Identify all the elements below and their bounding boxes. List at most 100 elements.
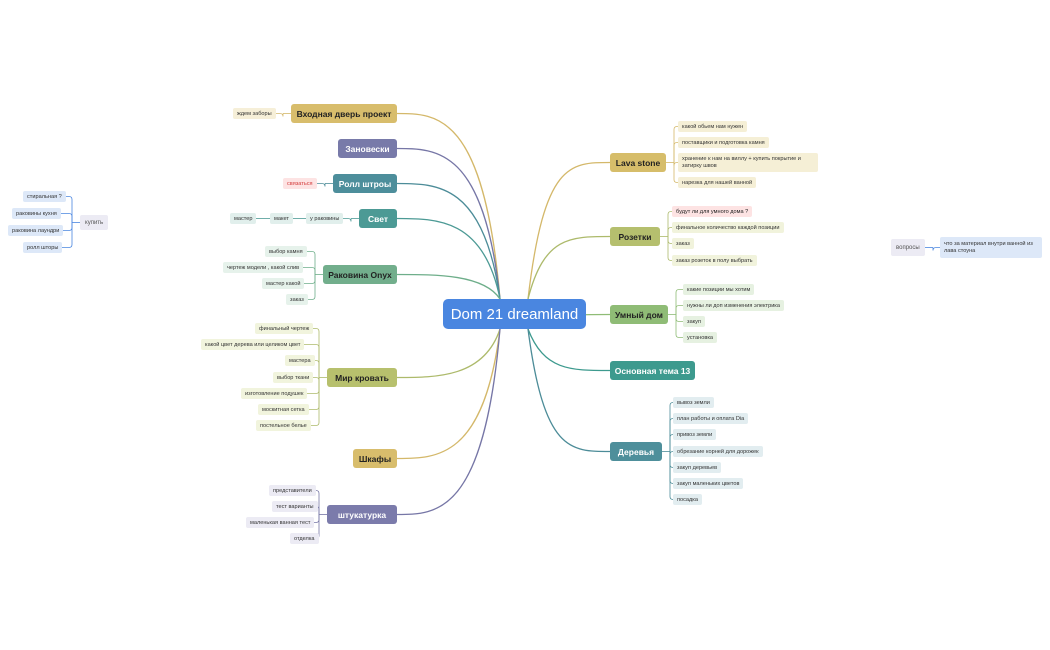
subtopic[interactable]: чертеж модели , какой слив xyxy=(223,262,304,273)
topic-sockets[interactable]: Розетки xyxy=(610,227,660,246)
connector-line xyxy=(396,328,501,460)
subtopic[interactable]: тест варианты xyxy=(272,501,318,512)
subtopic[interactable]: что за материал внутри ванной из лава ст… xyxy=(940,237,1042,258)
subtopic[interactable]: посадка xyxy=(673,494,702,505)
subtopic[interactable]: привоз земли xyxy=(673,429,717,440)
subtopic[interactable]: ждем заборы xyxy=(233,108,276,119)
connector-line xyxy=(315,490,320,515)
connector-line xyxy=(396,182,501,300)
subtopic[interactable]: заказ xyxy=(672,238,694,249)
subtopic[interactable]: какие позиции мы хотим xyxy=(683,284,755,295)
subtopic[interactable]: финальное количество каждой позиции xyxy=(672,222,784,233)
connector-line xyxy=(669,434,674,452)
subtopic[interactable]: какой обьем нам нужен xyxy=(678,121,748,132)
subtopic[interactable]: заказ розеток в полу выбрать xyxy=(672,255,757,266)
connector-line xyxy=(667,236,672,261)
connector-line xyxy=(675,289,683,315)
subtopic[interactable]: у раковины xyxy=(306,213,344,224)
connector-line xyxy=(314,514,320,523)
subtopic[interactable]: вывоз земли xyxy=(673,397,714,408)
connector-line xyxy=(396,328,501,379)
topic-onyx-sink[interactable]: Раковина Onyx xyxy=(323,265,397,284)
subtopic[interactable]: нарезка для нашей ванной xyxy=(678,177,757,188)
connector-line xyxy=(669,451,674,500)
connector-line xyxy=(61,213,73,223)
connector-line xyxy=(396,273,501,300)
subtopic[interactable]: выбор ткани xyxy=(273,372,314,383)
subtopic[interactable]: нужны ли доп изменения электрика xyxy=(683,300,784,311)
subtopic[interactable]: будут ли для умного дома ? xyxy=(672,206,753,217)
connector-line xyxy=(63,222,73,231)
subtopic[interactable]: связаться xyxy=(283,178,317,189)
connector-line xyxy=(675,305,683,315)
connector-line xyxy=(669,418,674,452)
topic-wardrobes[interactable]: Шкафы xyxy=(353,449,397,468)
connector-line xyxy=(308,274,316,300)
subtopic[interactable]: обрезание корней для дорожек xyxy=(673,446,763,457)
subtopic[interactable]: изготовление подушек xyxy=(241,388,308,399)
subtopic[interactable]: закуп маленьких цветов xyxy=(673,478,744,489)
connector-line xyxy=(66,196,73,223)
subtopic[interactable]: поставщики и подготовка камня xyxy=(678,137,769,148)
connector-line xyxy=(315,360,320,378)
connector-line xyxy=(673,162,678,183)
subtopic[interactable]: представители xyxy=(269,485,316,496)
subtopic[interactable]: маленькая ванная тест xyxy=(246,517,315,528)
subtopic[interactable]: какой цвет дерева или целиком цвет xyxy=(201,339,305,350)
connector-line xyxy=(673,126,678,163)
connector-line xyxy=(343,218,352,222)
connector-line xyxy=(396,147,501,300)
topic-main-13[interactable]: Основная тема 13 xyxy=(610,361,695,380)
topic-front-door[interactable]: Входная дверь проект xyxy=(291,104,397,123)
subtopic[interactable]: москитная сетка xyxy=(258,404,309,415)
floating-topic-buy[interactable]: купить xyxy=(80,215,109,230)
connector-line xyxy=(276,113,284,117)
subtopic[interactable]: хранение к нам на виллу + купить покрыти… xyxy=(678,153,818,172)
topic-plaster[interactable]: штукатурка xyxy=(327,505,397,524)
topic-curtains[interactable]: Зановески xyxy=(338,139,397,158)
connector-line xyxy=(673,142,678,163)
floating-topic-questions[interactable]: вопросы xyxy=(891,239,925,256)
connector-line xyxy=(667,211,672,237)
topic-trees[interactable]: Деревья xyxy=(610,442,662,461)
subtopic[interactable]: мастер xyxy=(230,213,257,224)
subtopic[interactable]: выбор камня xyxy=(265,246,307,257)
connector-line xyxy=(932,247,940,251)
connector-line xyxy=(307,251,316,275)
connector-line xyxy=(62,222,73,248)
connector-line xyxy=(675,314,683,322)
root-topic[interactable]: Dom 21 dreamland xyxy=(443,299,586,329)
connector-line xyxy=(396,112,501,300)
connector-line xyxy=(527,235,611,300)
connector-line xyxy=(396,328,501,516)
connector-line xyxy=(313,377,320,381)
subtopic[interactable]: закуп деревьев xyxy=(673,462,722,473)
connector-line xyxy=(303,267,316,275)
subtopic[interactable]: закуп xyxy=(683,316,706,327)
connector-line xyxy=(667,227,672,237)
topic-lava-stone[interactable]: Lava stone xyxy=(610,153,666,172)
subtopic[interactable]: макет xyxy=(270,213,293,224)
subtopic[interactable]: постельное белье xyxy=(256,420,311,431)
subtopic[interactable]: установка xyxy=(683,332,717,343)
connector-line xyxy=(304,344,320,378)
subtopic[interactable]: финальный чертеж xyxy=(255,323,314,334)
topic-light[interactable]: Свет xyxy=(359,209,397,228)
subtopic[interactable]: заказ xyxy=(286,294,308,305)
subtopic[interactable]: стиральная ? xyxy=(23,191,66,202)
topic-roll-blinds[interactable]: Ролл штроы xyxy=(333,174,397,193)
subtopic[interactable]: раковины кухня xyxy=(12,208,61,219)
subtopic[interactable]: ролл шторы xyxy=(23,242,63,253)
topic-bed[interactable]: Мир кровать xyxy=(327,368,397,387)
connector-line xyxy=(527,161,611,300)
connector-line xyxy=(527,328,611,453)
subtopic[interactable]: мастер какой xyxy=(262,278,305,289)
connector-line xyxy=(317,183,326,187)
subtopic[interactable]: план работы и оплата Dia xyxy=(673,413,749,424)
subtopic[interactable]: раковина лаундри xyxy=(8,225,64,236)
subtopic[interactable]: отделка xyxy=(290,533,319,544)
topic-smart-home[interactable]: Умный дом xyxy=(610,305,668,324)
subtopic[interactable]: мастера xyxy=(285,355,315,366)
connector-line xyxy=(527,328,611,372)
connector-line xyxy=(669,402,674,452)
